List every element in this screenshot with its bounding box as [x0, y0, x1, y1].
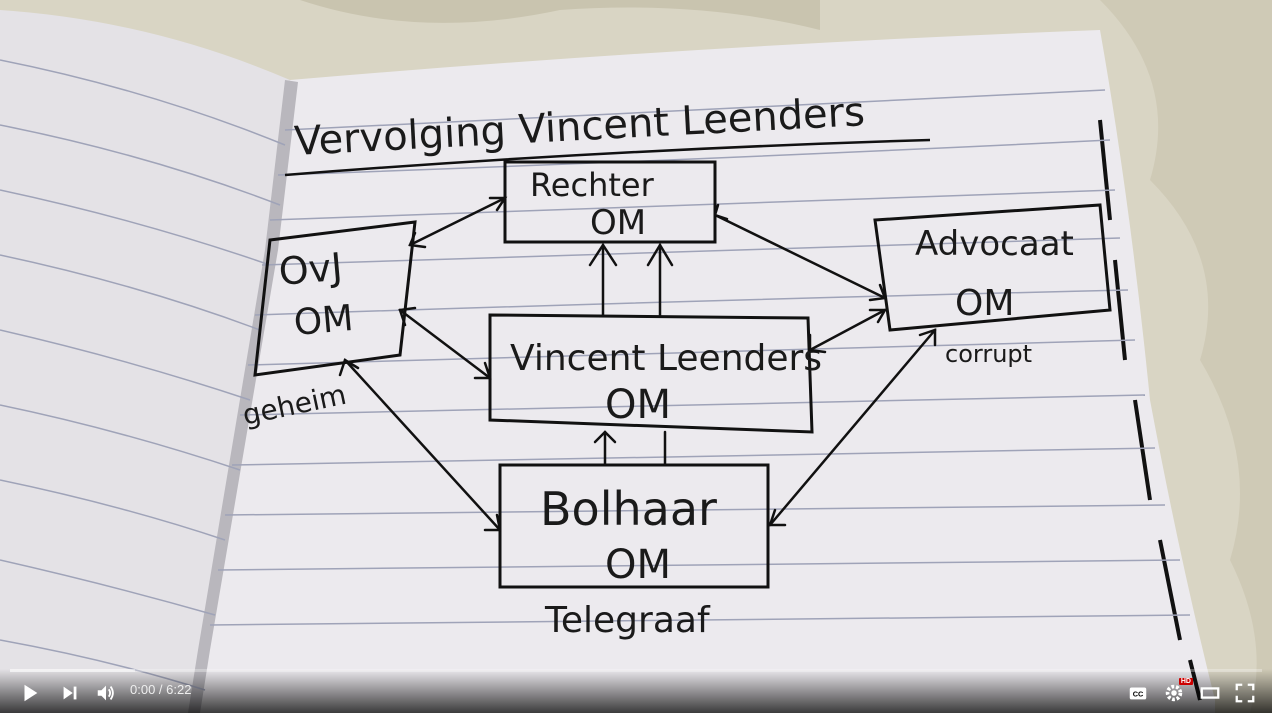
- fullscreen-icon: [1235, 683, 1255, 703]
- note-corrupt: corrupt: [945, 340, 1032, 368]
- captions-icon: CC: [1129, 687, 1147, 700]
- cloth-pattern: [1100, 0, 1272, 713]
- theater-mode-button[interactable]: [1194, 677, 1226, 709]
- theater-mode-icon: [1200, 687, 1220, 699]
- box-bolhaar: Bolhaar OM: [498, 463, 770, 589]
- hd-badge: HD: [1178, 678, 1193, 685]
- next-button[interactable]: [54, 677, 86, 709]
- box-advocaat-om: OM: [955, 283, 1014, 324]
- volume-button[interactable]: [90, 677, 122, 709]
- box-vincent-label: Vincent Leenders: [510, 338, 822, 379]
- captions-button[interactable]: CC: [1122, 677, 1154, 709]
- note-telegraaf: Telegraaf: [544, 600, 711, 641]
- next-icon: [63, 686, 77, 700]
- settings-button[interactable]: HD: [1158, 677, 1193, 709]
- box-advocaat-label: Advocaat: [915, 224, 1074, 264]
- cloth-pattern-2: [300, 0, 820, 30]
- svg-text:CC: CC: [1133, 690, 1144, 699]
- title-underline: [284, 138, 931, 177]
- box-rechter-label: Rechter: [530, 166, 655, 204]
- progress-buffered: [10, 669, 136, 672]
- box-vincent: Vincent Leenders OM: [488, 313, 822, 434]
- notebook-spine: [188, 80, 298, 713]
- notebook-right-page: [190, 30, 1215, 713]
- box-advocaat: Advocaat OM: [873, 203, 1112, 332]
- play-icon: [24, 684, 38, 702]
- box-ovj: OvJ OM: [253, 220, 417, 377]
- fullscreen-button[interactable]: [1229, 677, 1261, 709]
- play-button[interactable]: [14, 677, 46, 709]
- time-display: 0:00 / 6:22: [130, 682, 192, 697]
- progress-bar[interactable]: [10, 669, 1262, 672]
- box-ovj-om: OM: [292, 298, 355, 344]
- box-bolhaar-om: OM: [605, 542, 671, 588]
- notebook-edge: [1098, 119, 1202, 701]
- box-bolhaar-label: Bolhaar: [540, 482, 717, 536]
- box-rechter-om: OM: [590, 203, 646, 243]
- box-vincent-om: OM: [605, 382, 671, 428]
- diagram-arrows: [338, 196, 937, 532]
- ruled-lines-left: [0, 59, 286, 691]
- box-ovj-label: OvJ: [277, 245, 344, 294]
- player-controls: 0:00 / 6:22 CC HD: [0, 669, 1272, 713]
- volume-icon: [97, 685, 114, 701]
- ruled-lines-right: [209, 89, 1191, 626]
- box-rechter: Rechter OM: [503, 160, 717, 244]
- settings-icon: [1165, 684, 1183, 702]
